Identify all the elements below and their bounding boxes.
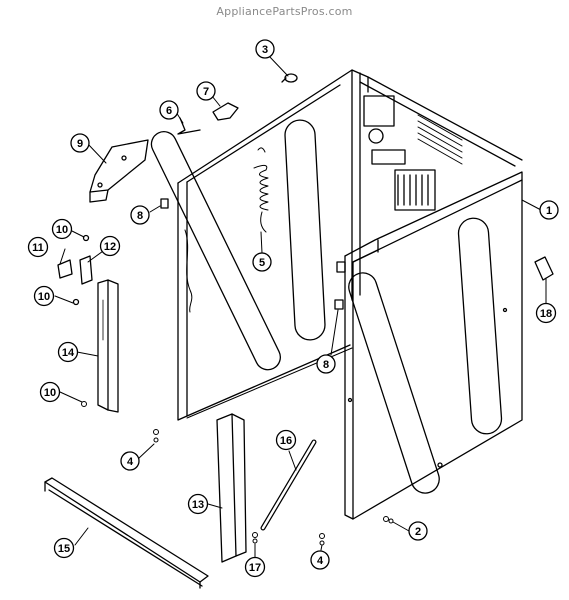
callout-10-top: 10	[51, 218, 73, 240]
callout-15: 15	[53, 537, 75, 559]
panel-clip-lower	[334, 299, 344, 310]
callout-1-label: 1	[546, 205, 552, 217]
callout-7: 7	[196, 81, 216, 101]
callout-4-right: 4	[310, 550, 330, 570]
callout-7-label: 7	[203, 86, 209, 98]
corner-brace-left	[97, 279, 119, 413]
callout-5: 5	[252, 252, 272, 272]
corner-brace-front	[216, 413, 247, 563]
callout-1: 1	[539, 200, 559, 220]
top-clip	[281, 73, 298, 83]
callout-14: 14	[57, 341, 79, 363]
callout-4-left: 4	[120, 451, 140, 471]
callout-8-lower: 8	[316, 354, 336, 374]
callout-10-top-label: 10	[56, 224, 68, 236]
callout-12-label: 12	[104, 241, 116, 253]
callout-18-label: 18	[540, 308, 552, 320]
callout-13-label: 13	[192, 499, 204, 511]
callout-6: 6	[159, 100, 179, 120]
callout-10-bottom-label: 10	[44, 387, 56, 399]
callout-3-label: 3	[262, 44, 268, 56]
callout-17-label: 17	[249, 562, 261, 574]
callout-9: 9	[70, 133, 90, 153]
callout-11-label: 11	[32, 242, 44, 254]
panel-clip-upper	[160, 198, 169, 209]
callout-11: 11	[27, 236, 49, 258]
spring	[253, 147, 269, 233]
leader-lines	[54, 54, 547, 558]
callout-12: 12	[99, 235, 121, 257]
callout-16-label: 16	[280, 435, 292, 447]
support-rod	[260, 439, 317, 531]
bracket	[89, 139, 149, 203]
bracket-clip	[57, 234, 93, 306]
callout-8-upper-label: 8	[137, 210, 143, 222]
small-clip	[534, 256, 554, 281]
callout-5-label: 5	[259, 257, 265, 269]
callout-10-middle: 10	[33, 285, 55, 307]
screws	[81, 401, 394, 546]
callout-2: 2	[408, 521, 428, 541]
callout-4-left-label: 4	[127, 456, 134, 468]
callout-17: 17	[244, 556, 266, 578]
terminal-block	[212, 102, 239, 121]
watermark: AppliancePartsPros.com	[216, 5, 353, 18]
callout-8-lower-label: 8	[323, 359, 329, 371]
callout-10-bottom: 10	[39, 381, 61, 403]
toe-kick	[44, 477, 209, 589]
callout-18: 18	[535, 302, 557, 324]
callout-3: 3	[255, 39, 275, 59]
callout-15-label: 15	[58, 543, 70, 555]
cabinet-side-panel	[336, 171, 523, 520]
callout-13: 13	[187, 493, 209, 515]
callout-14-label: 14	[62, 347, 75, 359]
callout-9-label: 9	[77, 138, 83, 150]
callout-10-middle-label: 10	[38, 291, 50, 303]
callout-2-label: 2	[415, 526, 421, 538]
wire-clip	[177, 117, 201, 135]
callout-6-label: 6	[166, 105, 172, 117]
callout-8-upper: 8	[130, 205, 150, 225]
callout-16: 16	[275, 429, 297, 451]
callout-4-right-label: 4	[317, 555, 324, 567]
